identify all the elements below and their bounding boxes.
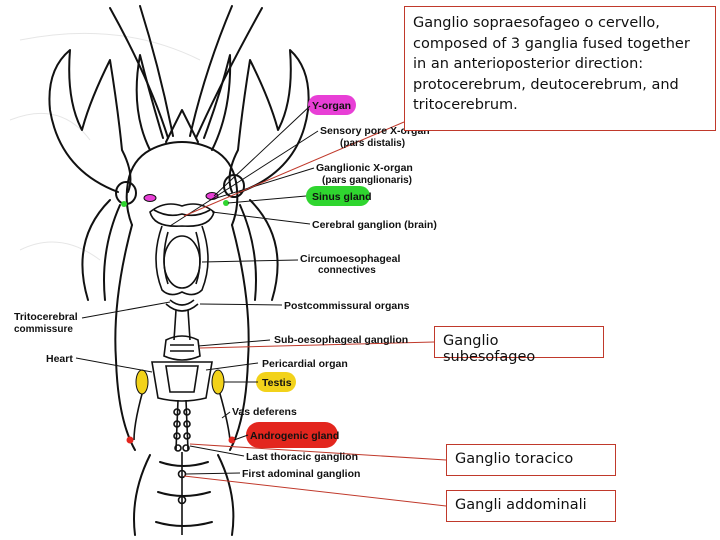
label-androgenic-gland: Androgenic gland bbox=[250, 430, 339, 442]
androgenic-gland-highlight bbox=[246, 422, 338, 448]
label-last-thoracic: Last thoracic ganglion bbox=[246, 451, 358, 463]
anatomical-labels: Y-organ Sensory pore X-organ (pars dista… bbox=[14, 100, 437, 480]
androgenic-marker-left bbox=[126, 436, 134, 444]
androgenic-marker-right bbox=[228, 436, 236, 444]
label-postcommissural: Postcommissural organs bbox=[284, 300, 410, 312]
background-sketch bbox=[9, 32, 201, 261]
testis-marker-left bbox=[135, 369, 149, 395]
label-commissure: commissure bbox=[14, 324, 73, 335]
label-cerebral-ganglion: Cerebral ganglion (brain) bbox=[312, 219, 437, 231]
testis-highlight bbox=[256, 372, 296, 392]
callout-gangli-addominali: Gangli addominali bbox=[446, 490, 616, 522]
label-heart: Heart bbox=[46, 353, 73, 365]
sinus-gland-highlight bbox=[306, 186, 370, 206]
label-connectives: connectives bbox=[318, 265, 376, 276]
label-circumoesophageal: Circumoesophageal bbox=[300, 253, 400, 265]
testis-marker-right bbox=[211, 369, 225, 395]
callout-ganglio-subesofageo: Ganglio subesofageo bbox=[434, 326, 604, 365]
label-y-organ: Y-organ bbox=[312, 100, 351, 112]
label-ganglionic-x-organ: Ganglionic X-organ bbox=[316, 162, 413, 174]
label-pericardial-organ: Pericardial organ bbox=[262, 358, 348, 370]
sinus-gland-marker-left bbox=[121, 201, 127, 207]
label-sinus-gland: Sinus gland bbox=[312, 191, 372, 203]
label-testis: Testis bbox=[262, 377, 292, 389]
y-organ-marker-left bbox=[143, 194, 157, 202]
label-suboesophageal: Sub-oesophageal ganglion bbox=[274, 334, 408, 346]
label-vas-deferens: Vas deferens bbox=[232, 406, 297, 418]
callout-connectors bbox=[183, 121, 447, 507]
label-first-abdominal: First adominal ganglion bbox=[242, 468, 360, 480]
leader-lines bbox=[75, 105, 319, 475]
crayfish-outline bbox=[48, 5, 310, 536]
label-sensory-pore-sub: (pars distalis) bbox=[340, 138, 405, 149]
nervous-system bbox=[133, 203, 231, 535]
callout-ganglio-toracico: Ganglio toracico bbox=[446, 444, 616, 476]
y-organ-highlight bbox=[308, 95, 356, 115]
sinus-gland-marker-right bbox=[223, 200, 229, 206]
label-highlights bbox=[246, 95, 370, 448]
label-ganglionic-x-organ-sub: (pars ganglionaris) bbox=[322, 175, 412, 186]
label-tritocerebral: Tritocerebral bbox=[14, 311, 78, 323]
callout-ganglio-sopraesofageo: Ganglio sopraesofageo o cervello, compos… bbox=[404, 6, 716, 131]
label-sensory-pore: Sensory pore X-organ bbox=[320, 125, 430, 137]
